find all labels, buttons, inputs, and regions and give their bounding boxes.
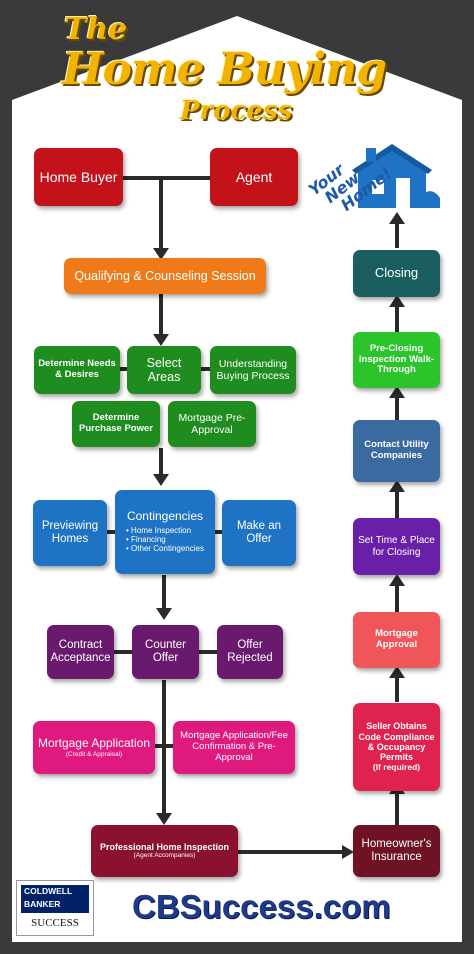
logo-line3: SUCCESS: [31, 917, 79, 929]
make-offer-box: Make an Offer: [222, 500, 296, 566]
contingency-item: Home Inspection: [126, 526, 204, 535]
contingency-item: Financing: [126, 535, 204, 544]
title-sub: Process: [180, 96, 293, 126]
counter-offer-box: Counter Offer: [132, 625, 199, 679]
house-icon: [352, 144, 440, 208]
seller-obtains-note: (If required): [372, 761, 421, 772]
mortgage-application-label: Mortgage Application: [37, 735, 151, 750]
home-buyer-box: Home Buyer: [34, 148, 123, 206]
mortgage-approval-box: Mortgage Approval: [353, 612, 440, 668]
logo-line1: COLDWELL: [24, 886, 73, 896]
contingencies-list: Home Inspection Financing Other Continge…: [126, 526, 204, 554]
mortgage-application-box: Mortgage Application (Credit & Appraisal…: [33, 721, 155, 774]
set-time-box: Set Time & Place for Closing: [353, 518, 440, 575]
contract-acceptance-box: Contract Acceptance: [47, 625, 114, 679]
mortgage-application-note: (Credit & Appraisal): [65, 750, 123, 758]
contingencies-title: Contingencies: [126, 509, 204, 524]
seller-obtains-box: Seller Obtains Code Compliance & Occupan…: [353, 703, 440, 791]
determine-needs-box: Determine Needs & Desires: [34, 346, 120, 394]
title-main: Home Buying: [62, 44, 387, 95]
coldwell-banker-logo: COLDWELL BANKER SUCCESS: [16, 880, 94, 936]
qualifying-box: Qualifying & Counseling Session: [64, 258, 266, 294]
homeowners-insurance-box: Homeowner's Insurance: [353, 825, 440, 877]
contingency-item: Other Contingencies: [126, 544, 204, 553]
professional-inspection-note: (Agent Accompanies): [133, 852, 196, 860]
closing-box: Closing: [353, 250, 440, 297]
mortgage-app-fee-box: Mortgage Application/Fee Confirmation & …: [173, 721, 295, 774]
website-label[interactable]: CBSuccess.com: [132, 888, 391, 925]
contact-utility-box: Contact Utility Companies: [353, 420, 440, 482]
determine-purchase-box: Determine Purchase Power: [72, 401, 160, 447]
previewing-box: Previewing Homes: [33, 500, 107, 566]
select-areas-box: Select Areas: [127, 346, 201, 394]
seller-obtains-label: Seller Obtains Code Compliance & Occupan…: [358, 721, 435, 763]
mortgage-preapproval-box: Mortgage Pre-Approval: [168, 401, 256, 447]
understanding-box: Understanding Buying Process: [210, 346, 296, 394]
title-the: The: [64, 12, 128, 47]
pre-closing-box: Pre-Closing Inspection Walk-Through: [353, 332, 440, 388]
professional-inspection-label: Professional Home Inspection: [99, 842, 230, 853]
professional-inspection-box: Professional Home Inspection (Agent Acco…: [91, 825, 238, 877]
logo-blue-block: COLDWELL BANKER: [21, 885, 89, 913]
contingencies-box: Contingencies Home Inspection Financing …: [115, 490, 215, 574]
logo-line2: BANKER: [24, 899, 61, 909]
agent-box: Agent: [210, 148, 298, 206]
offer-rejected-box: Offer Rejected: [217, 625, 283, 679]
